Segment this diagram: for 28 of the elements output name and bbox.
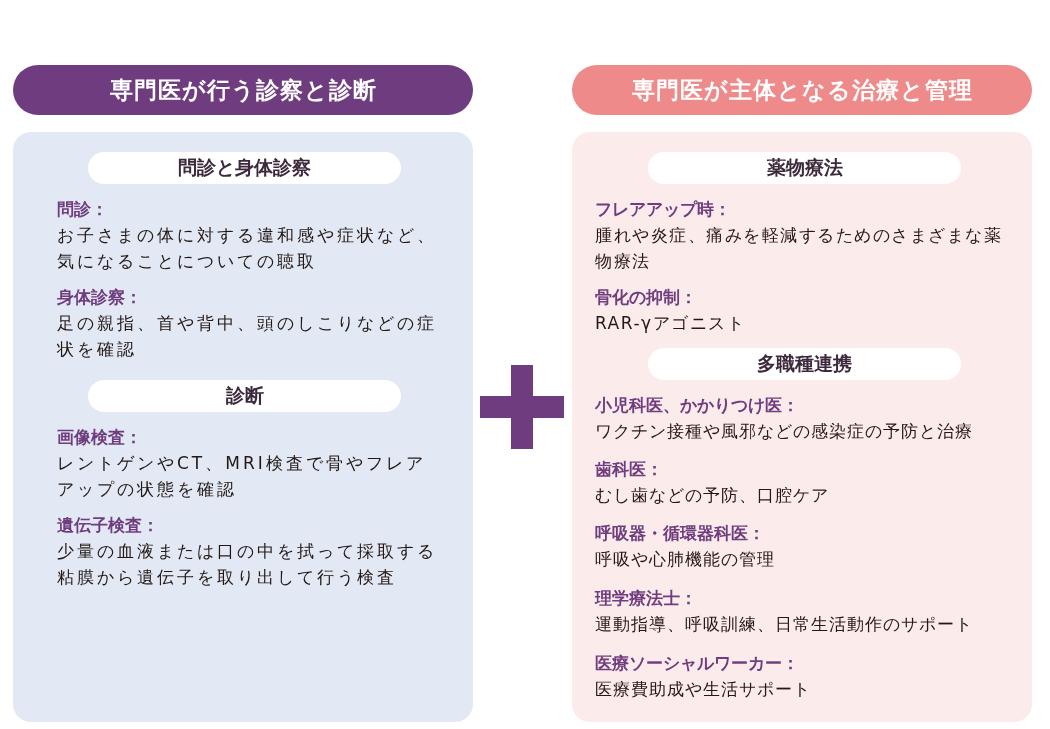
item-heading: 呼吸器・循環器科医： [595,522,766,545]
item-heading: 骨化の抑制： [595,286,698,309]
item-heading: 医療ソーシャルワーカー： [595,652,800,675]
panel-heading: 専門医が主体となる治療と管理 [572,65,1032,115]
section-heading: 薬物療法 [648,152,961,184]
item-text: むし歯などの予防、口腔ケア [595,484,830,507]
item-heading: 問診： [57,198,109,221]
item-text: 腫れや炎症、痛みを軽減するためのさまざまな薬物療法 [595,224,1003,273]
item-heading: 理学療法士： [595,587,698,610]
item-heading: 遺伝子検査： [57,514,160,537]
section-heading: 診断 [88,380,401,412]
item-heading: 身体診察： [57,286,143,309]
item-heading: フレアアップ時： [595,198,732,221]
item-heading: 小児科医、かかりつけ医： [595,394,800,417]
item-text: 呼吸や心肺機能の管理 [595,548,776,571]
item-text: RAR-γアゴニスト [595,312,747,335]
panel-heading: 専門医が行う診察と診断 [13,65,473,115]
item-text: レントゲンやCT、MRI検査で骨やフレアアップの状態を確認 [57,452,427,501]
item-text: 医療費助成や生活サポート [595,678,812,701]
item-text: ワクチン接種や風邪などの感染症の予防と治療 [595,420,974,443]
item-text: 運動指導、呼吸訓練、日常生活動作のサポート [595,613,974,636]
item-text: 足の親指、首や背中、頭のしこりなどの症状を確認 [57,312,437,361]
section-heading: 多職種連携 [648,348,961,380]
item-text: 少量の血液または口の中を拭って採取する粘膜から遺伝子を取り出して行う検査 [57,540,437,589]
item-heading: 歯科医： [595,458,664,481]
item-heading: 画像検査： [57,426,143,449]
section-heading: 問診と身体診察 [88,152,401,184]
item-text: お子さまの体に対する違和感や症状など、気になることについての聴取 [57,224,437,273]
